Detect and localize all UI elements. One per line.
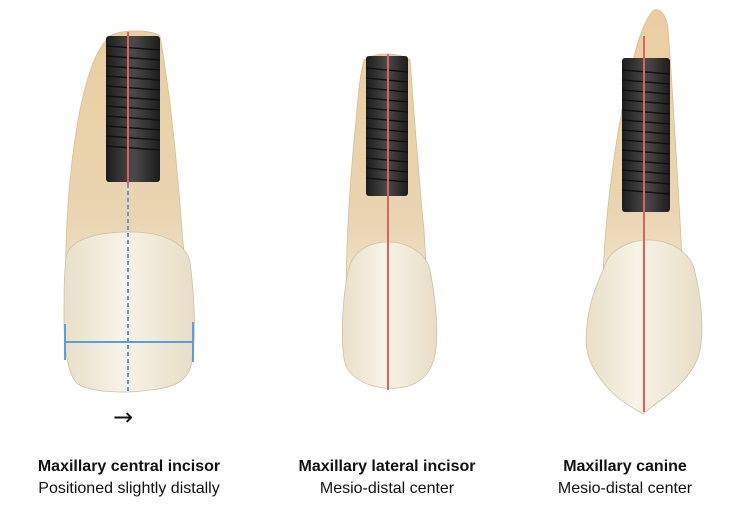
central-incisor-note: Positioned slightly distally — [0, 478, 258, 500]
lateral-incisor-crown — [342, 242, 436, 388]
canine-tooth — [586, 10, 702, 414]
lateral-incisor-title: Maxillary lateral incisor — [262, 456, 512, 478]
lateral-incisor-caption: Maxillary lateral incisor Mesio-distal c… — [262, 456, 512, 500]
canine-caption: Maxillary canine Mesio-distal center — [518, 456, 732, 500]
canine-title: Maxillary canine — [518, 456, 732, 478]
teeth-implant-diagram — [0, 0, 732, 450]
central-incisor-caption: Maxillary central incisor Positioned sli… — [0, 456, 258, 500]
central-incisor-implant — [106, 36, 160, 182]
canine-implant — [622, 58, 670, 212]
central-incisor-crown — [64, 232, 194, 392]
central-incisor-title: Maxillary central incisor — [0, 456, 258, 478]
central-incisor-tooth — [64, 31, 194, 392]
distal-shift-arrow-icon: → — [113, 405, 133, 429]
lateral-incisor-tooth — [342, 54, 436, 390]
canine-note: Mesio-distal center — [518, 478, 732, 500]
lateral-incisor-note: Mesio-distal center — [262, 478, 512, 500]
